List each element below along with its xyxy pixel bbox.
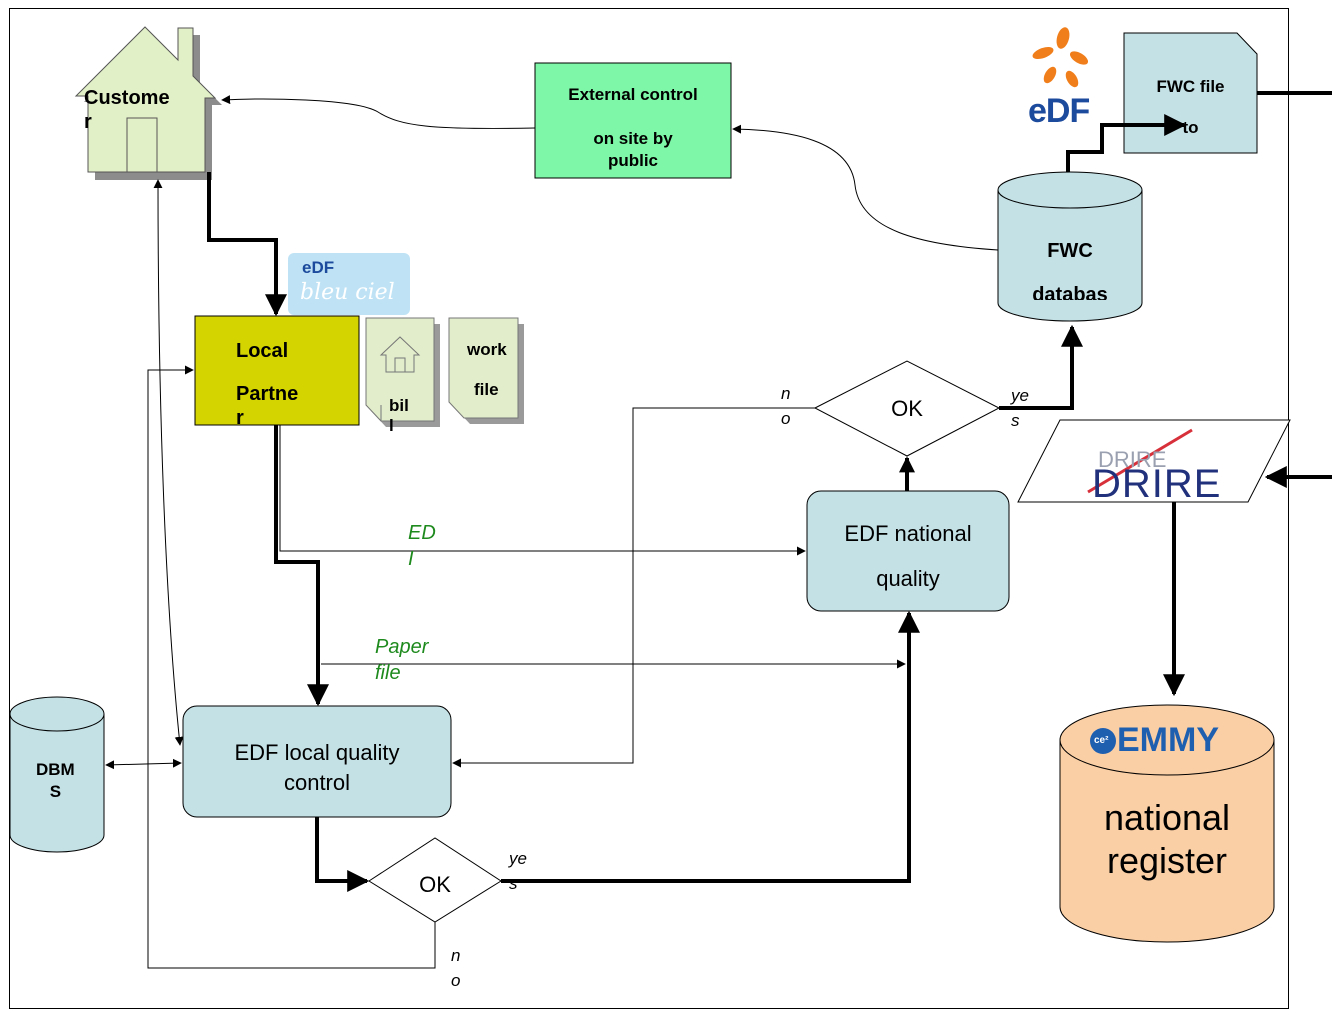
- bleu-ciel-script-text: bleu ciel: [300, 280, 395, 305]
- arrow-edi-to-national: [279, 425, 806, 556]
- local-partner-label: Local: [236, 340, 289, 362]
- arrow-ok-no-to-local: [452, 407, 815, 768]
- edf-logo: [1032, 27, 1089, 88]
- paper-file-label: Paper file: [375, 636, 429, 684]
- arrow-database-to-file: [1066, 114, 1187, 172]
- connectors: [105, 91, 1332, 969]
- fwc-database-sub-clip: databas: [998, 283, 1142, 300]
- emmy-register-sub-label: register: [1106, 840, 1228, 881]
- work-file-label: work: [467, 340, 507, 359]
- local-partner-box: [194, 315, 360, 426]
- arrow-dbms-local-link: [105, 758, 182, 770]
- emmy-register-cylinder: [1059, 704, 1275, 943]
- arrow-partner-to-local: [274, 425, 329, 707]
- arrow-local-to-ok: [315, 817, 370, 892]
- dbms-cylinder: [9, 696, 105, 853]
- edf-national-quality-box: [806, 490, 1010, 612]
- edf-national-sub-label: quality: [876, 566, 940, 591]
- local-partner-sub-label: Partne r: [236, 383, 299, 429]
- bill-document: [365, 317, 440, 427]
- arrow-customer-local-link: [153, 179, 184, 746]
- ok-national-label: OK: [891, 396, 923, 421]
- emmy-title: EMMY: [1117, 721, 1219, 759]
- external-control-label: External control: [568, 85, 698, 104]
- diagram-frame: [9, 8, 1289, 1009]
- arrow-ok-local-yes-to-national: [501, 610, 920, 883]
- fwc-database-sub-label: databas: [1032, 284, 1108, 300]
- emmy-register-label: national: [1103, 797, 1231, 838]
- fwc-file-label: FWC file: [1156, 77, 1225, 96]
- drire-parallelogram: [1017, 419, 1291, 503]
- ok-national-no-label: n o: [781, 384, 791, 428]
- external-control-box: [534, 62, 732, 179]
- fwc-file-to-label: to: [1182, 118, 1199, 137]
- work-file-document: [448, 317, 524, 424]
- arrow-external-to-customer: [221, 95, 536, 129]
- drire-main-text: DRIRE: [1092, 462, 1222, 506]
- arrow-ok-yes-to-database: [999, 324, 1083, 410]
- bill-label: bil l: [389, 396, 409, 435]
- edi-label: ED I: [408, 522, 436, 570]
- ok-local-yes-label: ye s: [509, 849, 527, 893]
- ce2-badge-icon: [1090, 728, 1116, 754]
- work-file-sub-label: file: [474, 380, 499, 399]
- edf-national-label: EDF national: [844, 521, 972, 546]
- external-control-sub-label: on site by public: [593, 129, 673, 170]
- customer-label: Custome r: [84, 87, 170, 133]
- customer-house: [74, 26, 222, 180]
- arrow-database-to-external: [732, 124, 999, 251]
- drire-faded-text: DRIRE: [1098, 447, 1167, 472]
- fwc-database-label: FWC: [1047, 240, 1093, 262]
- bleu-ciel-edf-text: eDF: [302, 258, 335, 277]
- drire-strike-icon: [1087, 428, 1193, 494]
- ok-national-yes-label: ye s: [1011, 386, 1029, 430]
- ok-local-label: OK: [419, 872, 451, 897]
- ok-local-no-label: n o: [451, 946, 461, 990]
- fwc-database-cylinder: [997, 171, 1143, 322]
- dbms-label: DBM S: [36, 760, 75, 801]
- bleu-ciel-logo-bg: [288, 253, 410, 315]
- edf-local-quality-label: EDF local quality control: [234, 740, 400, 795]
- ce2-badge-text: ce²: [1094, 735, 1109, 746]
- arrow-customer-to-partner: [207, 172, 287, 317]
- edf-logo-text: eDF: [1028, 92, 1090, 130]
